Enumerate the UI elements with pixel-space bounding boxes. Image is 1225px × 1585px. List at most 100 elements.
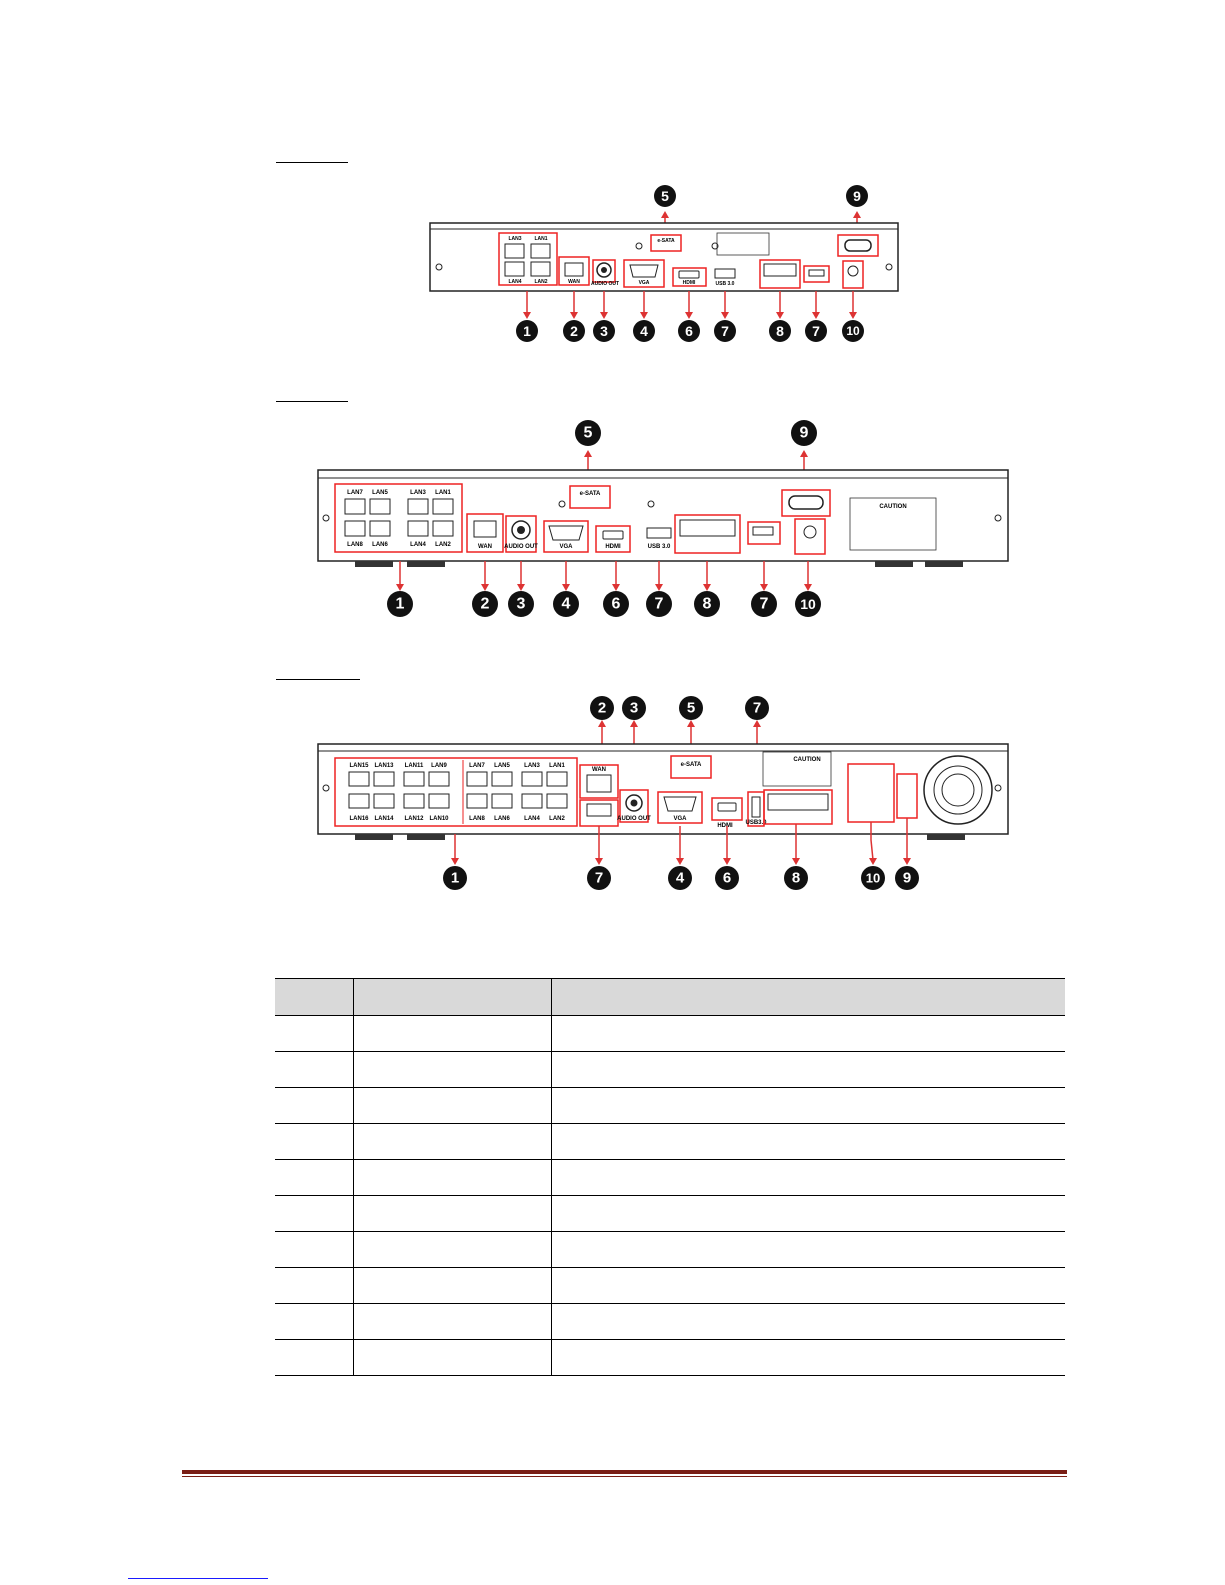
svg-text:6: 6 [685, 323, 693, 339]
callout-10: 10 [861, 866, 885, 890]
port-description-table [275, 978, 1065, 1376]
lan-label: LAN6 [494, 816, 510, 822]
callout-4: 4 [553, 591, 579, 617]
lan-label: LAN5 [494, 763, 510, 769]
wan-label: WAN [568, 279, 580, 285]
lan-label: LAN1 [435, 490, 451, 496]
svg-text:10: 10 [846, 324, 860, 338]
audio-out-label: AUDIO OUT [504, 544, 538, 550]
svg-text:9: 9 [903, 870, 911, 887]
table-row [275, 1159, 1065, 1196]
callout-2: 2 [563, 320, 585, 342]
table-row [275, 1303, 1065, 1340]
svg-text:10: 10 [800, 596, 816, 612]
audio-out-label: AUDIO OUT [591, 281, 619, 287]
lan-label: LAN7 [469, 763, 485, 769]
caution-label: CAUTION [793, 757, 820, 763]
rear-panel-figure-2: LAN7 LAN5 LAN3 LAN1 LAN8 LAN6 LAN4 LAN2 … [317, 420, 1009, 617]
lan-label: LAN12 [404, 816, 424, 822]
usb-label: USB 3.0 [648, 544, 671, 550]
callout-6: 6 [715, 866, 739, 890]
svg-text:1: 1 [396, 596, 405, 613]
rear-panel-figure-1: LAN3 LAN1 LAN4 LAN2 WAN AUDIO OUT VGA e-… [429, 185, 899, 342]
svg-text:8: 8 [703, 596, 712, 613]
lan-label: LAN9 [431, 763, 447, 769]
callout-1: 1 [387, 591, 413, 617]
callout-2: 2 [472, 591, 498, 617]
callout-6: 6 [603, 591, 629, 617]
lan-label: LAN3 [508, 236, 521, 242]
vga-label: VGA [673, 816, 687, 822]
callout-3: 3 [593, 320, 615, 342]
lan-label: LAN4 [508, 279, 521, 285]
lan-label: LAN4 [410, 542, 426, 548]
lan-label: LAN13 [374, 763, 394, 769]
hdmi-label: HDMI [605, 544, 621, 550]
lan-label: LAN8 [469, 816, 485, 822]
svg-text:4: 4 [562, 596, 571, 613]
lan-label: LAN2 [534, 279, 547, 285]
lan-label: LAN15 [349, 763, 369, 769]
footer-rule [182, 1470, 1067, 1474]
svg-text:6: 6 [612, 596, 621, 613]
table-row [275, 1195, 1065, 1232]
svg-text:8: 8 [792, 870, 800, 887]
callout-7: 7 [745, 696, 769, 720]
callout-5: 5 [654, 185, 676, 207]
caution-label: CAUTION [879, 504, 906, 510]
svg-text:5: 5 [687, 700, 695, 717]
rear-panel-figure-3: LAN15 LAN13 LAN11 LAN9 LAN7 LAN5 LAN3 LA… [317, 696, 1009, 890]
svg-text:2: 2 [570, 323, 578, 339]
hdmi-label: HDMI [717, 823, 733, 829]
audio-out-label: AUDIO OUT [617, 816, 651, 822]
svg-text:5: 5 [661, 188, 669, 204]
lan-label: LAN6 [372, 542, 388, 548]
svg-text:7: 7 [760, 596, 769, 613]
lan-label: LAN7 [347, 490, 363, 496]
svg-text:2: 2 [481, 596, 490, 613]
svg-text:6: 6 [723, 870, 731, 887]
table-row [275, 1015, 1065, 1052]
table-header-cell [275, 978, 354, 1016]
svg-text:1: 1 [451, 870, 459, 887]
callout-5: 5 [575, 420, 601, 446]
svg-text:1: 1 [523, 323, 531, 339]
lan-label: LAN14 [374, 816, 394, 822]
callout-9: 9 [791, 420, 817, 446]
callout-7: 7 [805, 320, 827, 342]
usb-label: USB 3.0 [716, 281, 735, 287]
table-row [275, 1087, 1065, 1124]
wan-label: WAN [592, 767, 606, 773]
lan-label: LAN1 [549, 763, 565, 769]
svg-text:7: 7 [721, 323, 729, 339]
figure-2-heading-underline [276, 401, 348, 402]
callout-9: 9 [846, 185, 868, 207]
callout-1: 1 [516, 320, 538, 342]
lan-label: LAN2 [549, 816, 565, 822]
svg-text:4: 4 [676, 870, 685, 887]
callout-7: 7 [751, 591, 777, 617]
callout-6: 6 [678, 320, 700, 342]
svg-text:8: 8 [776, 323, 784, 339]
callout-1: 1 [443, 866, 467, 890]
table-row [275, 1231, 1065, 1268]
svg-text:2: 2 [598, 700, 606, 717]
lan-label: LAN8 [347, 542, 363, 548]
callout-10: 10 [795, 591, 821, 617]
svg-text:5: 5 [584, 425, 593, 442]
lan-label: LAN16 [349, 816, 369, 822]
callout-7: 7 [714, 320, 736, 342]
hdmi-label: HDMI [683, 280, 696, 286]
lan-label: LAN4 [524, 816, 540, 822]
callout-3: 3 [508, 591, 534, 617]
callout-2: 2 [590, 696, 614, 720]
usb-label: USB3.0 [745, 820, 767, 826]
lan-label: LAN2 [435, 542, 451, 548]
figure-1-heading-underline [276, 162, 348, 163]
callout-4: 4 [668, 866, 692, 890]
svg-text:3: 3 [630, 700, 638, 717]
footer-link-underline[interactable] [128, 1578, 268, 1579]
lan-label: LAN10 [429, 816, 449, 822]
lan-label: LAN5 [372, 490, 388, 496]
table-row [275, 1051, 1065, 1088]
